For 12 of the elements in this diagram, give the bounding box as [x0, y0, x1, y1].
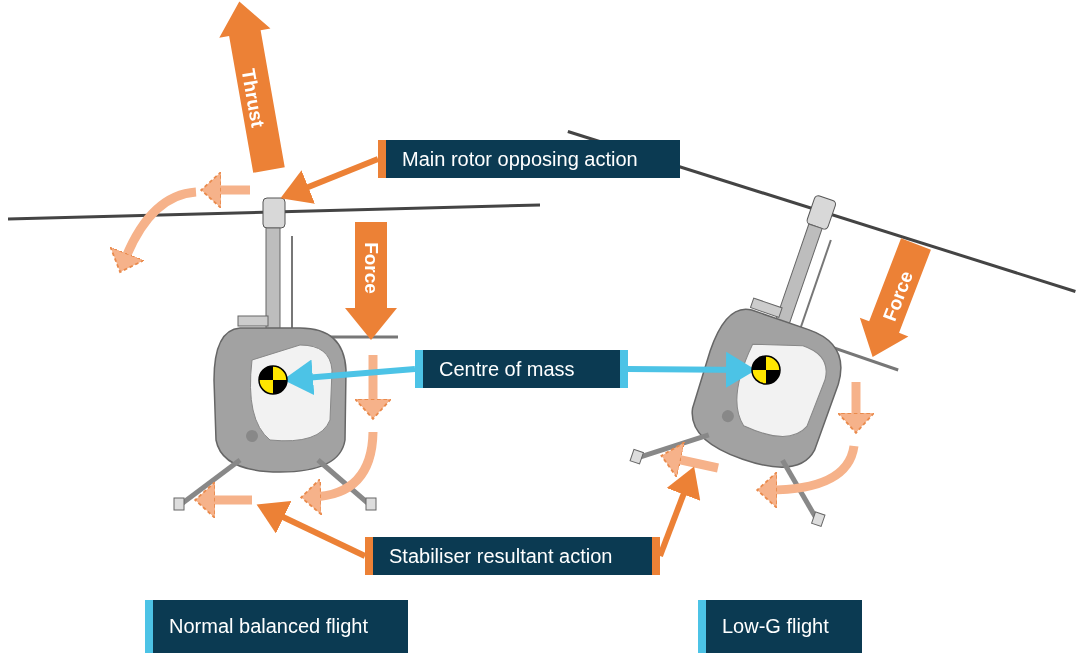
centre-of-mass-symbol	[751, 355, 781, 385]
label-box: Normal balanced flight	[145, 600, 408, 653]
label-box: Main rotor opposing action	[378, 140, 680, 178]
leader-arrow	[256, 501, 367, 559]
force-label: Force	[879, 268, 917, 324]
force-label: Thrust	[238, 67, 268, 129]
force-label: Force	[361, 242, 381, 294]
label-box: Centre of mass	[415, 350, 628, 388]
label-box: Low-G flight	[698, 600, 862, 653]
centre-of-mass-symbol	[258, 365, 288, 395]
leader-arrow	[280, 156, 380, 204]
label-box: Stabiliser resultant action	[365, 537, 660, 575]
